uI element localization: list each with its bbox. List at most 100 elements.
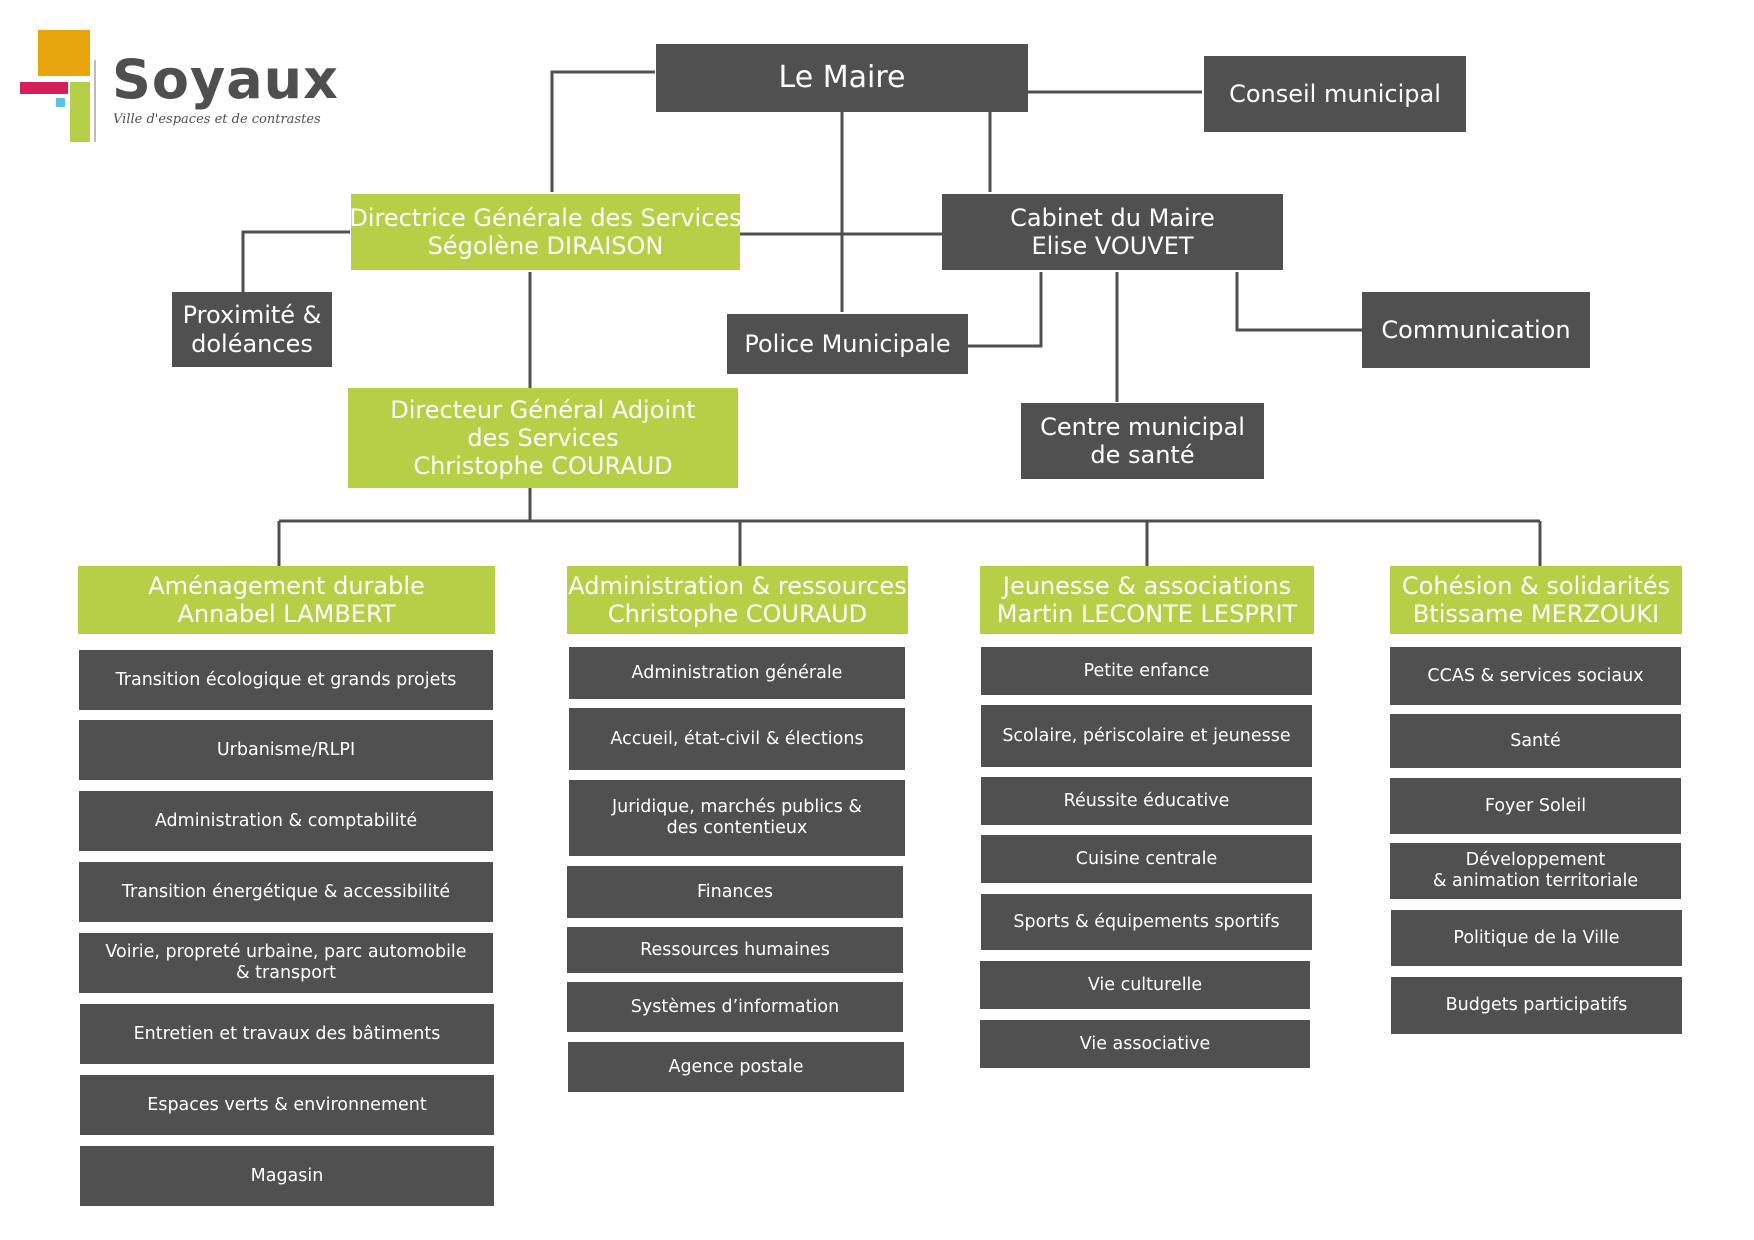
proximity-line-2: doléances [191,329,313,358]
unit-box: Entretien et travaux des bâtiments [80,1004,494,1064]
unit-label: Administration & comptabilité [154,810,418,831]
mayor-label: Le Maire [778,60,906,96]
soyaux-logo: Soyaux Ville d'espaces et de contrastes [20,30,340,160]
department-head: Btissame MERZOUKI [1412,600,1660,628]
department-title: Administration & ressources [568,571,907,600]
cabinet-name: Elise VOUVET [1031,232,1194,260]
unit-label: Administration générale [631,662,843,683]
unit-label: Agence postale [668,1056,804,1077]
connector-dgs-proximity [241,230,350,292]
department-title: Jeunesse & associations [1002,571,1292,600]
unit-label: Magasin [250,1165,324,1186]
unit-box: Voirie, propreté urbaine, parc automobil… [79,933,493,993]
department-title: Aménagement durable [148,571,425,600]
unit-box: Administration générale [569,647,905,699]
connector-cabinet-police [968,272,1043,348]
unit-label: Foyer Soleil [1484,795,1587,816]
police-label: Police Municipale [744,329,951,358]
unit-label: Espaces verts & environnement [147,1094,427,1115]
unit-label: Voirie, propreté urbaine, parc automobil… [105,942,467,963]
unit-box: Budgets participatifs [1391,977,1682,1034]
department-head: Annabel LAMBERT [177,600,396,628]
unit-label: Cuisine centrale [1075,848,1218,869]
connector-cabinet-communication [1235,272,1362,332]
unit-label: Systèmes d’information [630,996,840,1017]
dgas-line-2: des Services [467,423,619,452]
unit-box: Politique de la Ville [1391,910,1682,966]
proximity-line-1: Proximité & [182,301,322,330]
council-box: Conseil municipal [1204,56,1466,132]
unit-box: Transition écologique et grands projets [79,650,493,710]
unit-label: des contentieux [666,818,808,838]
unit-box: Vie associative [980,1020,1310,1068]
health-center-line-1: Centre municipal [1040,412,1245,441]
logo-orange-square [38,30,90,76]
police-box: Police Municipale [727,314,968,374]
unit-box: Espaces verts & environnement [80,1075,494,1135]
council-label: Conseil municipal [1229,79,1441,108]
unit-label: Transition écologique et grands projets [115,669,457,690]
logo-divider [94,60,96,142]
unit-box: Finances [567,866,903,918]
department-title: Cohésion & solidarités [1401,571,1671,600]
unit-label: & animation territoriale [1432,871,1639,891]
unit-label: Santé [1510,730,1561,751]
unit-label: Juridique, marchés publics & [611,797,863,818]
unit-box: Administration & comptabilité [79,791,493,851]
unit-label: Transition énergétique & accessibilité [121,881,451,902]
unit-label: Budgets participatifs [1445,995,1628,1016]
unit-box: Ressources humaines [567,927,903,973]
unit-box: Sports & équipements sportifs [981,894,1312,950]
cabinet-box: Cabinet du Maire Elise VOUVET [942,194,1283,270]
logo-tagline: Ville d'espaces et de contrastes [113,112,321,127]
unit-label: Réussite éducative [1063,790,1230,811]
unit-box: Petite enfance [981,647,1312,695]
unit-label: Vie culturelle [1087,974,1203,995]
department-title-amenagement: Aménagement durable Annabel LAMBERT [78,566,495,634]
department-head: Christophe COURAUD [607,600,868,628]
unit-label: Ressources humaines [640,939,830,960]
dgas-name: Christophe COURAUD [413,452,673,481]
dgas-box: Directeur Général Adjoint des Services C… [348,388,738,488]
unit-label: Politique de la Ville [1453,927,1620,948]
dgs-title: Directrice Générale des Services [349,203,742,232]
logo-wordmark: Soyaux [112,48,339,111]
unit-box: Santé [1390,714,1681,768]
logo-lime-bar [70,82,90,142]
unit-box: Transition énergétique & accessibilité [79,862,493,922]
department-head: Martin LECONTE LESPRIT [996,600,1298,628]
department-title-administration: Administration & ressources Christophe C… [567,566,908,634]
unit-label: Vie associative [1079,1033,1211,1054]
unit-box: Magasin [80,1146,494,1206]
unit-label: CCAS & services sociaux [1427,665,1644,686]
department-title-cohesion: Cohésion & solidarités Btissame MERZOUKI [1390,566,1682,634]
unit-box: Foyer Soleil [1390,778,1681,834]
health-center-box: Centre municipal de santé [1021,403,1264,479]
unit-box: Juridique, marchés publics & des content… [569,780,905,856]
unit-label: Entretien et travaux des bâtiments [133,1023,441,1044]
unit-label: Sports & équipements sportifs [1013,911,1280,932]
unit-box: Cuisine centrale [981,835,1312,883]
unit-box: Urbanisme/RLPI [79,720,493,780]
unit-box: Scolaire, périscolaire et jeunesse [981,705,1312,767]
unit-box: Agence postale [568,1042,904,1092]
unit-label: Accueil, état-civil & élections [610,728,864,749]
dgs-name: Ségolène DIRAISON [427,232,664,260]
proximity-box: Proximité & doléances [172,292,332,367]
dgas-line-1: Directeur Général Adjoint [390,395,696,424]
unit-label: Urbanisme/RLPI [216,739,356,760]
cabinet-title: Cabinet du Maire [1010,203,1215,232]
department-title-jeunesse: Jeunesse & associations Martin LECONTE L… [980,566,1314,634]
unit-label: Scolaire, périscolaire et jeunesse [1002,725,1291,746]
unit-label: Petite enfance [1083,660,1210,681]
health-center-line-2: de santé [1090,441,1195,469]
unit-label: Développement [1465,850,1606,871]
unit-box: Réussite éducative [981,777,1312,825]
unit-box: Vie culturelle [980,961,1310,1009]
connector-mayor-dgs [550,70,655,192]
unit-box: Accueil, état-civil & élections [569,708,905,770]
dgs-box: Directrice Générale des Services Ségolèn… [349,194,742,270]
unit-box: Développement & animation territoriale [1390,843,1681,899]
logo-cyan-square [56,98,65,107]
